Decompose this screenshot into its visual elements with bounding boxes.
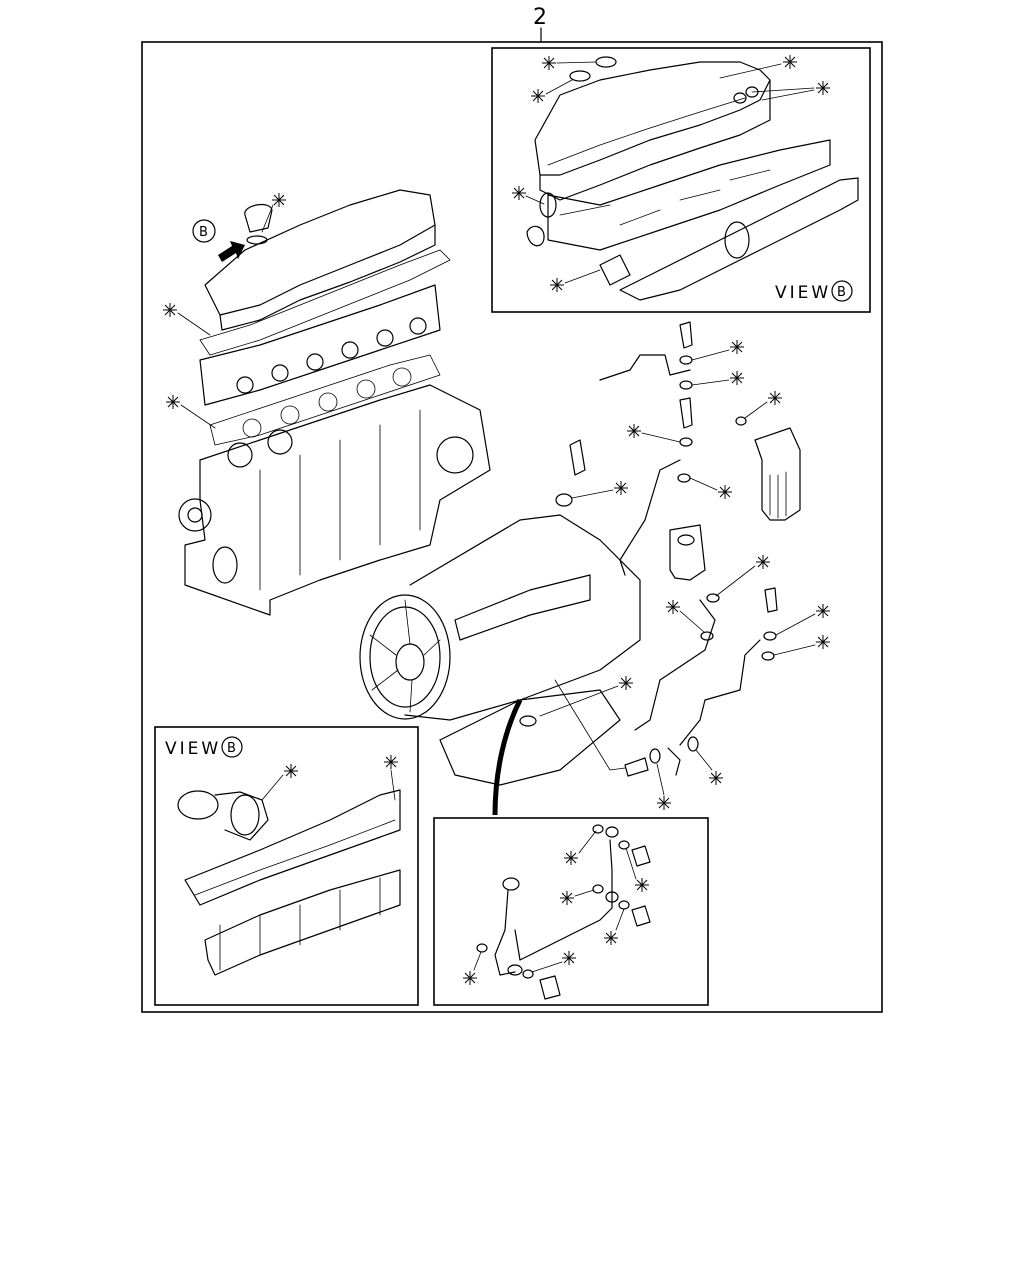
main-frame <box>141 41 883 1013</box>
view-b-inset-bottom: VIEW B <box>154 726 419 1006</box>
view-b-label-bottom: VIEW <box>165 739 221 759</box>
detail-inset-bottom <box>433 817 709 1006</box>
engine-assembly-center <box>359 321 831 816</box>
part-number: 2 <box>533 5 547 30</box>
view-b-letter-top: B <box>837 285 846 300</box>
view-b-letter-bottom: B <box>227 741 236 756</box>
view-b-label-top: VIEW <box>775 283 831 303</box>
arrow-b-letter: B <box>199 225 208 240</box>
view-b-inset-top: VIEW B <box>491 47 871 313</box>
engine-block-top-left: B <box>162 189 491 616</box>
